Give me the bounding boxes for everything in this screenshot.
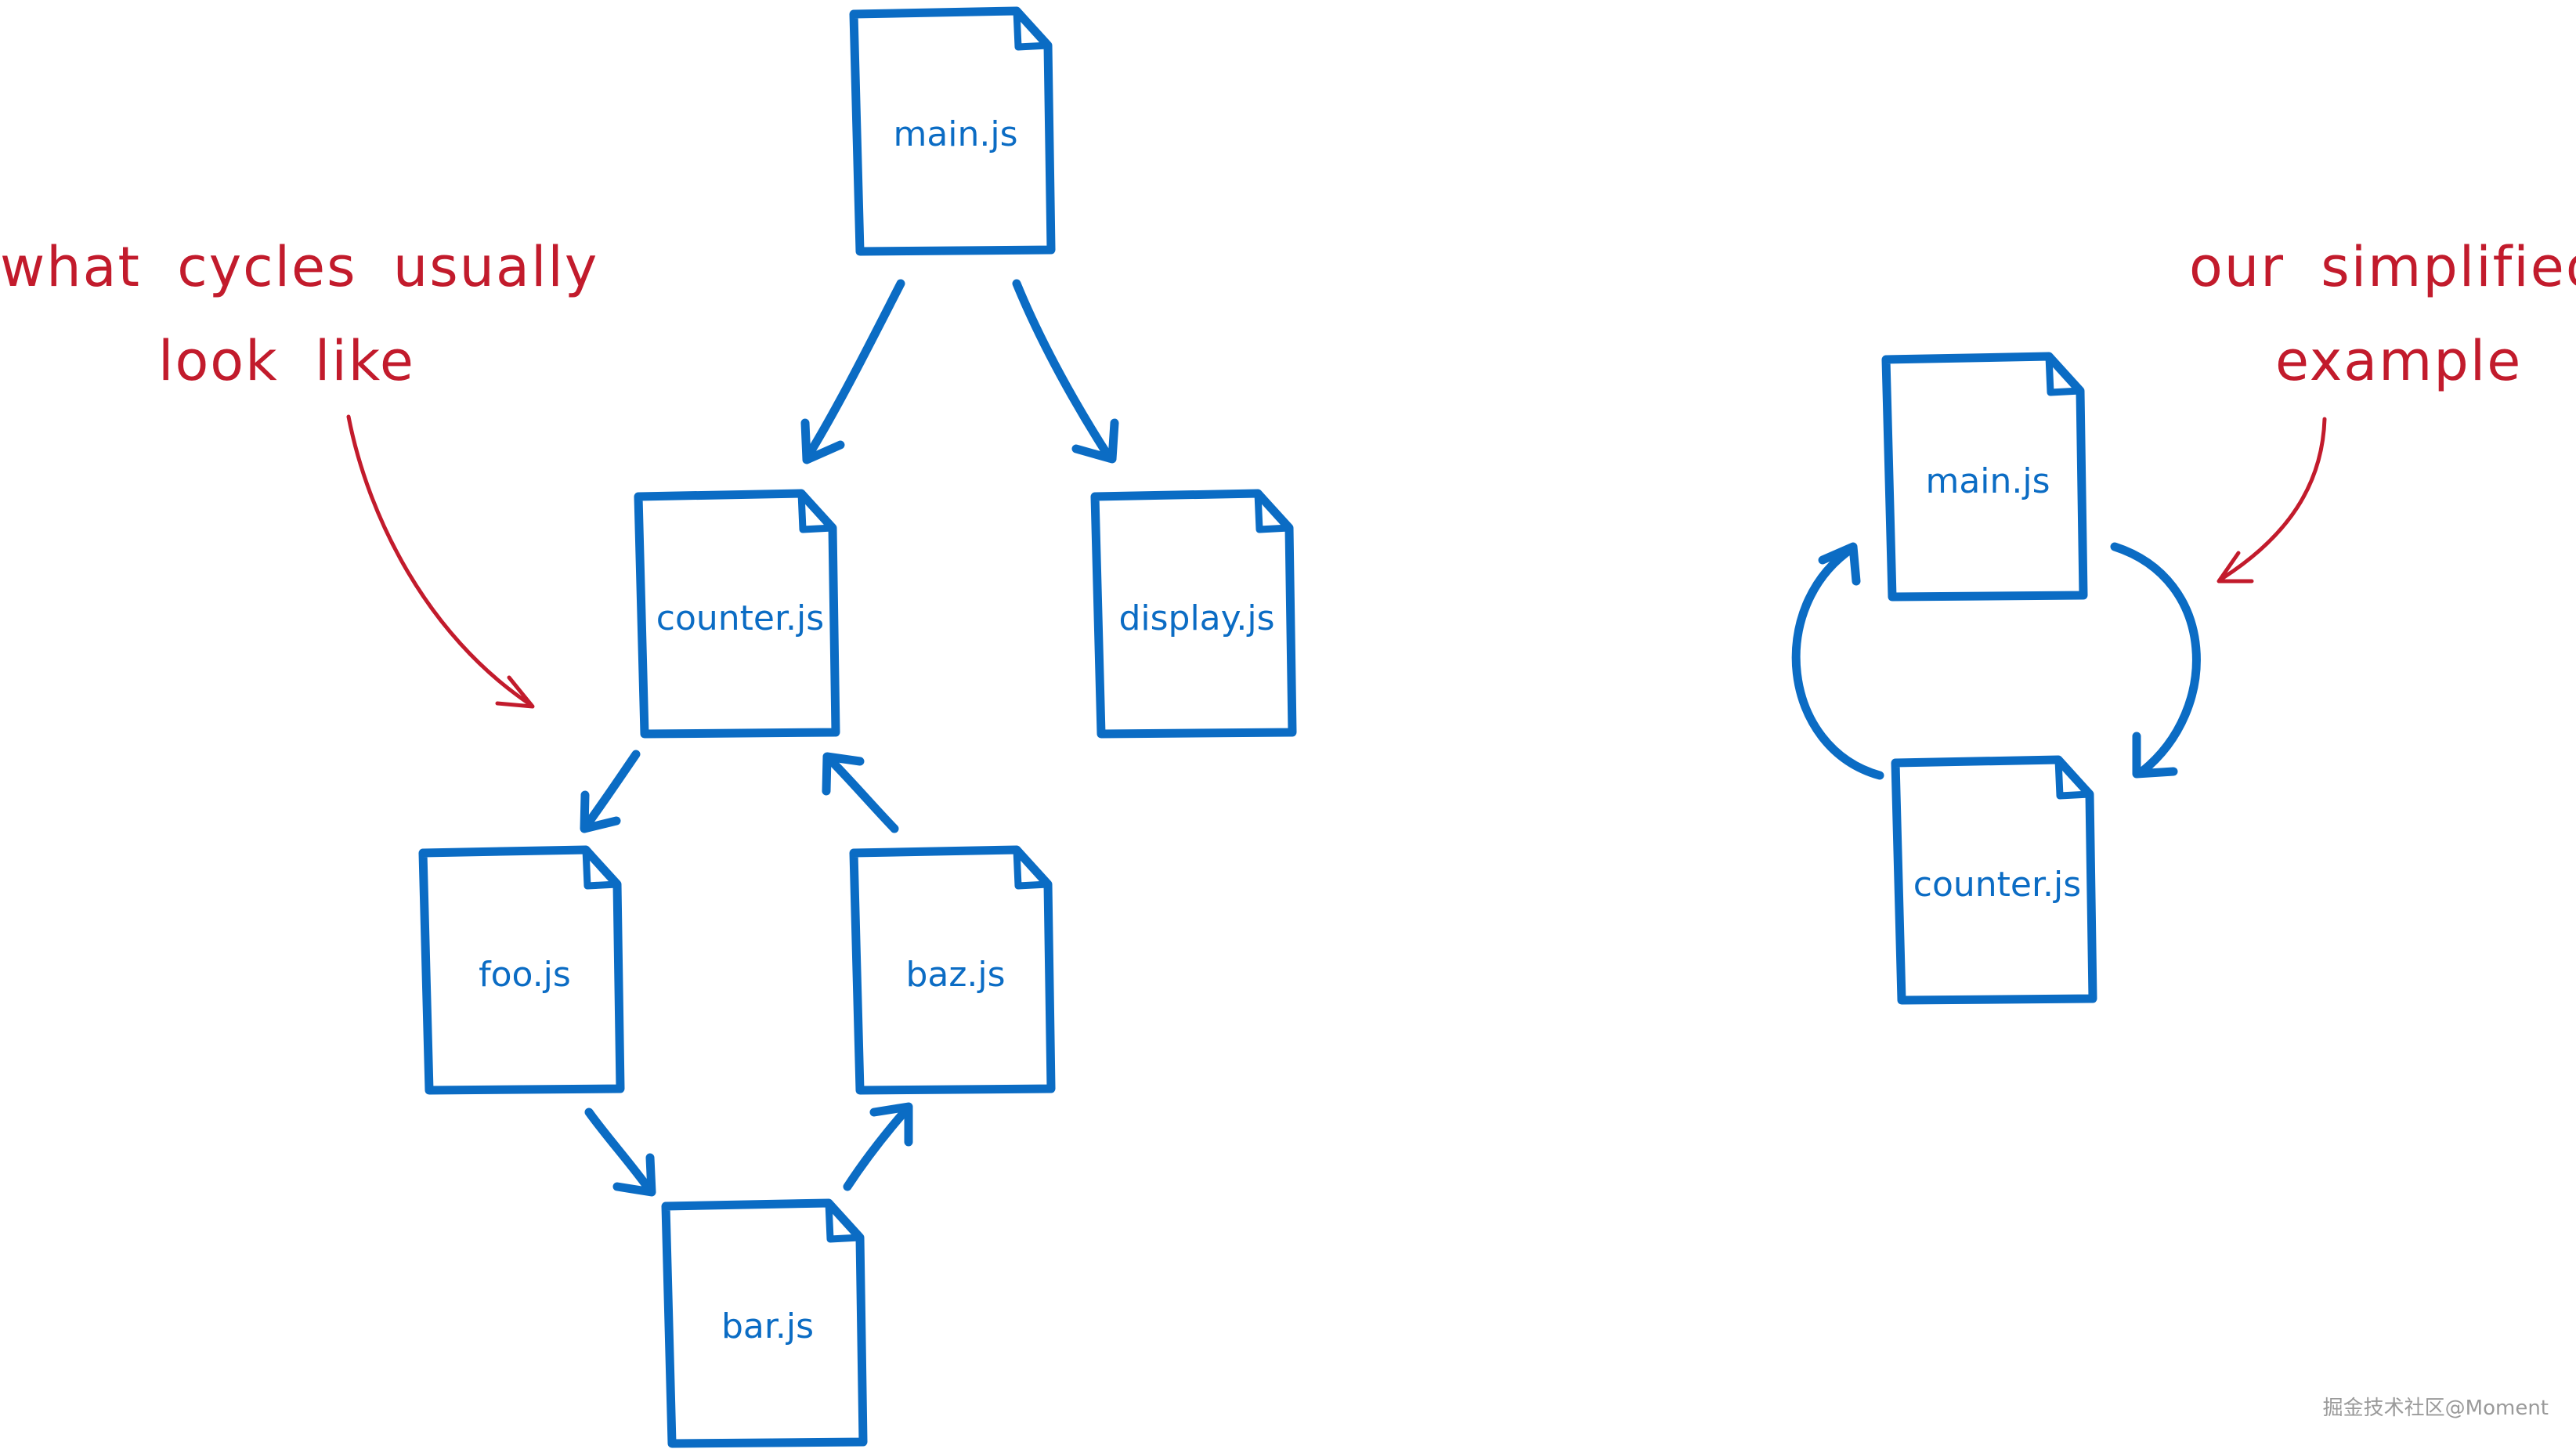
arrow-icon — [824, 753, 899, 833]
annotation-left-line2: look like — [158, 329, 415, 393]
file-icon — [849, 6, 1056, 256]
file-label: main.js — [1925, 461, 2050, 501]
file-label: display.js — [1118, 598, 1274, 638]
red-arrowhead-icon — [2217, 551, 2254, 584]
arrowhead-icon — [2132, 732, 2178, 779]
file-label: bar.js — [721, 1306, 814, 1346]
file-fold-icon — [1013, 846, 1052, 890]
file-fold-icon — [1254, 490, 1293, 533]
arrowhead-icon — [869, 1102, 913, 1147]
annotation-right: our simplified example — [2189, 235, 2576, 584]
file-icon — [849, 845, 1056, 1095]
arrow-counter-to-main-simplified — [1791, 542, 1884, 780]
arrow-icon — [1791, 544, 1884, 780]
annotation-left-line1: what cycles usually — [0, 235, 598, 299]
file-icon — [634, 489, 840, 739]
arrowhead-icon — [1071, 418, 1119, 464]
file-icon — [661, 1198, 868, 1448]
arrowhead-icon — [612, 1153, 656, 1197]
file-icon — [418, 845, 625, 1095]
file-label: counter.js — [656, 598, 824, 638]
arrow-baz-to-counter — [822, 752, 899, 833]
file-node-main-simplified: main.js — [1881, 352, 2088, 602]
red-arrow-icon — [2220, 417, 2327, 580]
arrow-icon — [1012, 279, 1115, 463]
annotation-right-line2: example — [2275, 329, 2522, 393]
arrow-icon — [802, 279, 905, 463]
file-fold-icon — [797, 490, 836, 533]
file-node-counter: counter.js — [634, 489, 840, 739]
file-icon — [1090, 489, 1297, 739]
file-node-baz: baz.js — [849, 845, 1056, 1095]
file-node-main: main.js — [849, 6, 1056, 256]
file-node-display: display.js — [1090, 489, 1297, 739]
arrow-icon — [843, 1105, 911, 1191]
file-icon — [1891, 755, 2097, 1005]
file-fold-icon — [825, 1199, 864, 1243]
file-fold-icon — [2054, 756, 2094, 800]
arrow-icon — [581, 750, 641, 831]
arrowhead-icon — [1818, 542, 1861, 586]
annotation-left: what cycles usually look like — [0, 235, 598, 709]
arrowhead-icon — [822, 752, 865, 796]
annotation-right-line1: our simplified — [2189, 235, 2576, 299]
red-arrowhead-icon — [495, 675, 535, 709]
file-label: baz.js — [905, 955, 1005, 995]
file-label: counter.js — [1913, 865, 2081, 905]
arrow-main-to-counter-simplified — [2110, 542, 2201, 779]
arrow-icon — [584, 1108, 655, 1195]
file-fold-icon — [582, 846, 621, 890]
file-fold-icon — [2045, 352, 2084, 396]
arrow-counter-to-foo — [580, 750, 641, 833]
arrow-foo-to-bar — [584, 1108, 656, 1197]
file-icon — [1881, 352, 2088, 602]
watermark: 掘金技术社区@Moment — [2323, 1397, 2549, 1420]
file-fold-icon — [1013, 7, 1052, 51]
file-node-counter-simplified: counter.js — [1891, 755, 2097, 1005]
arrow-bar-to-baz — [843, 1102, 913, 1191]
red-arrow-icon — [346, 414, 531, 706]
arrowhead-icon — [800, 418, 845, 464]
file-label: main.js — [893, 114, 1017, 154]
arrow-icon — [2110, 542, 2201, 776]
arrow-main-to-display — [1012, 279, 1119, 464]
file-node-foo: foo.js — [418, 845, 625, 1095]
arrow-main-to-counter — [800, 279, 905, 464]
arrowhead-icon — [580, 790, 621, 833]
file-label: foo.js — [479, 955, 571, 995]
file-node-bar: bar.js — [661, 1198, 868, 1448]
